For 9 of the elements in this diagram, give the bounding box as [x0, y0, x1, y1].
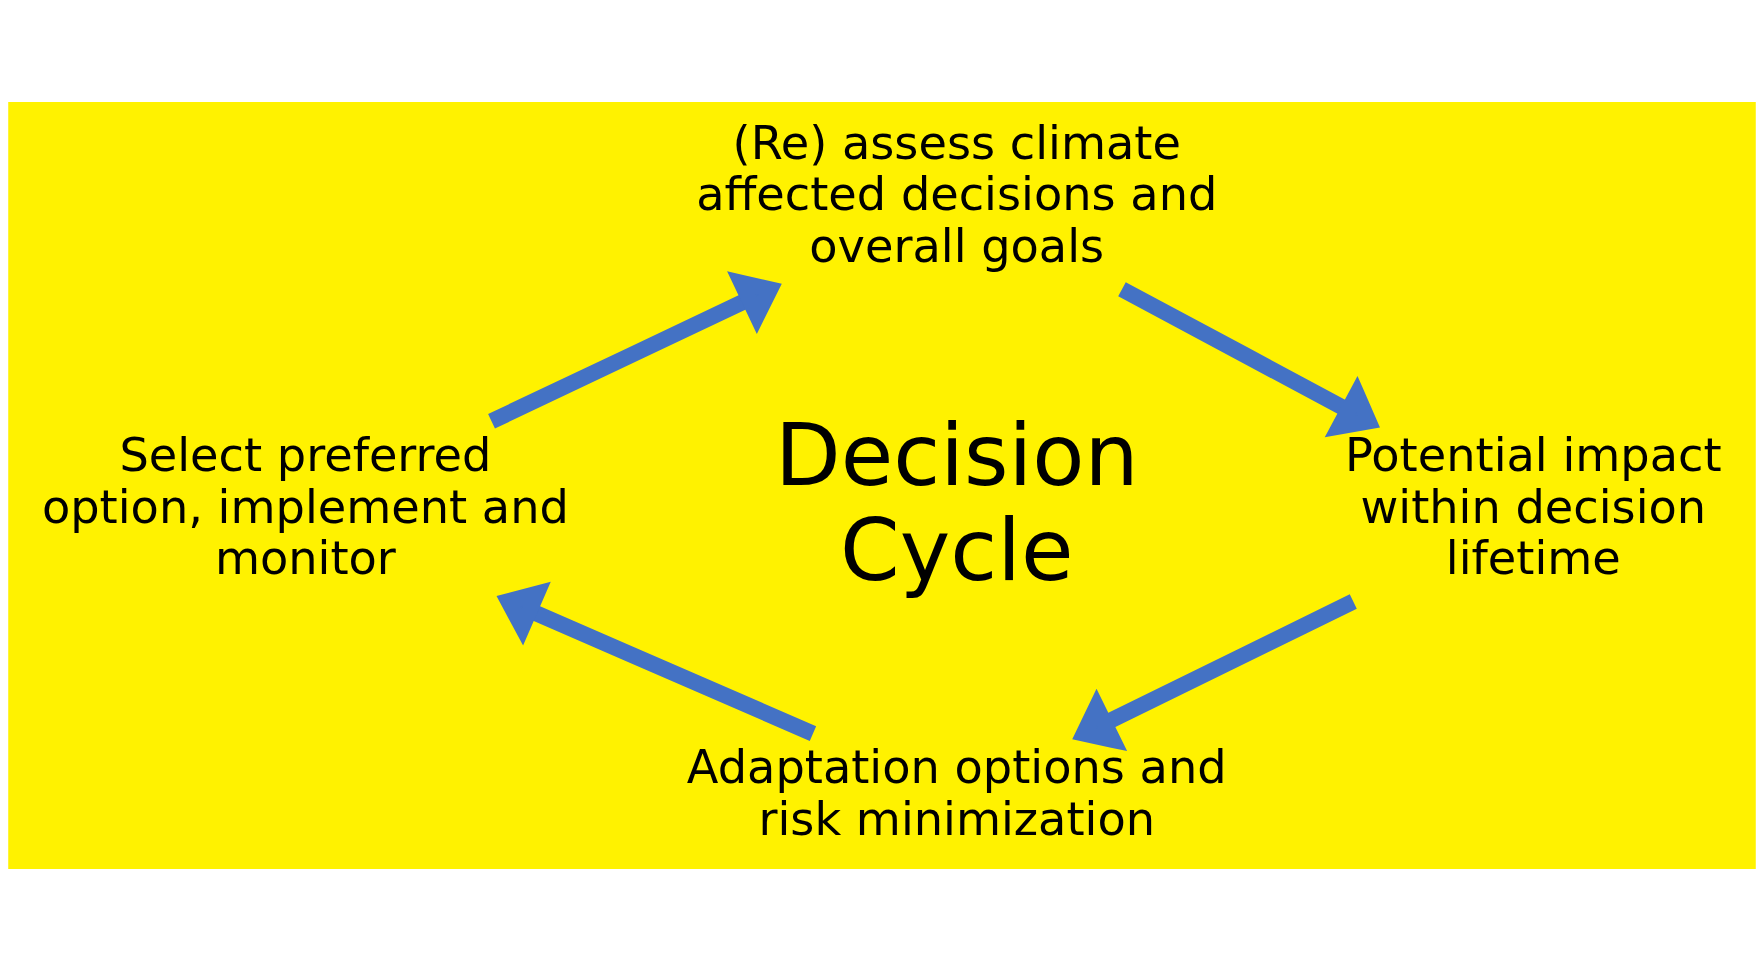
arrow — [496, 581, 817, 741]
node-text: Adaptation options and risk minimization — [686, 740, 1227, 846]
node-text: Select preferred option, implement and monitor — [41, 427, 569, 586]
label: Decision Cycle — [774, 406, 1139, 600]
arrow — [1072, 594, 1357, 752]
node-text: Potential impact within decision lifetime — [1345, 427, 1722, 586]
arrow — [1118, 282, 1380, 438]
arrow — [488, 271, 782, 429]
node-text: (Re) assess climate affected decisions and overall goals — [696, 115, 1218, 273]
